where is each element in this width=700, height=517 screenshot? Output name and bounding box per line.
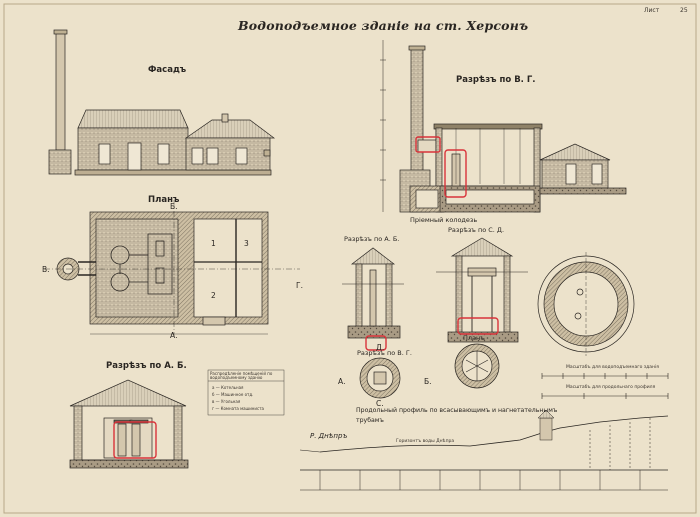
highlight-boiler: [415, 136, 441, 153]
highlight-pumps-section: [113, 421, 157, 459]
intake-well-label: Пріемный колодезь: [410, 216, 478, 224]
well-sd-view: [436, 237, 528, 343]
legend-title: Распредѣленіе помѣщеній по водоподъемном…: [210, 371, 273, 380]
section-ab-label: Разрѣзъ по А. Б.: [106, 361, 187, 371]
highlight-well-vg-label: [365, 335, 387, 351]
plan-label: Планъ: [148, 195, 180, 205]
section-vg-view: [380, 40, 627, 213]
well-marker-d: Д.: [376, 343, 385, 352]
well-marker-b: Б.: [424, 377, 432, 386]
legend-row-4: г — Комната машиниста: [212, 406, 264, 411]
legend-row-3: в — Угольная: [212, 399, 241, 404]
facade-label: Фасадъ: [148, 65, 187, 75]
river-levels-label: Горизонтъ воды Днѣпра: [396, 439, 455, 444]
well-vg-label: Разрѣзъ по В. Г.: [357, 349, 412, 357]
highlight-well-pump: [457, 317, 499, 335]
room-3: 3: [244, 239, 249, 248]
page-number: 25: [680, 7, 688, 14]
well-vg-view: [359, 357, 401, 399]
sheet-corner-label: Лист: [644, 7, 660, 14]
well-marker-s: С.: [376, 399, 384, 408]
profile-label: Продольный профиль по всасывающимъ и наг…: [356, 407, 558, 424]
well-ab-view: [342, 247, 404, 339]
legend-row-2: б — Машинное отд.: [212, 392, 254, 397]
legend-row-1: а — Котельная: [212, 385, 244, 390]
dnepr-label: Р. Днѣпръ: [310, 432, 348, 440]
sheet-border: [3, 3, 697, 514]
sheet-title: Водоподъемное зданіе на ст. Херсонъ: [238, 18, 529, 33]
well-plan-view: [454, 343, 500, 389]
well-ab-label: Разрѣзъ по А. Б.: [344, 235, 400, 243]
plan-marker-g: Г.: [296, 281, 303, 290]
circular-well-plan: [537, 252, 635, 356]
plan-view: [44, 200, 300, 336]
section-vg-label: Разрѣзъ по В. Г.: [456, 75, 536, 85]
highlight-boxes: [113, 136, 499, 459]
facade-view: [48, 29, 276, 176]
plan-marker-b: Б.: [170, 202, 178, 211]
scale-profile-label: Масштабъ для продольнаго профиля: [566, 385, 656, 390]
plan-marker-a: А.: [170, 331, 178, 340]
legend-table: [207, 369, 285, 416]
well-sd-label: Разрѣзъ по С. Д.: [448, 226, 505, 234]
section-ab-view: [69, 379, 189, 469]
room-2: 2: [211, 291, 216, 300]
well-marker-a: А.: [338, 377, 346, 386]
highlight-pump-column: [444, 149, 467, 198]
plan-marker-v: В.: [42, 265, 50, 274]
scale-building-label: Масштабъ для водоподъемнаго зданія: [566, 365, 659, 370]
well-plan-label: Планъ: [463, 334, 485, 342]
room-1: 1: [211, 239, 216, 248]
scale-bars: [541, 373, 669, 399]
longitudinal-profile: [299, 409, 669, 491]
